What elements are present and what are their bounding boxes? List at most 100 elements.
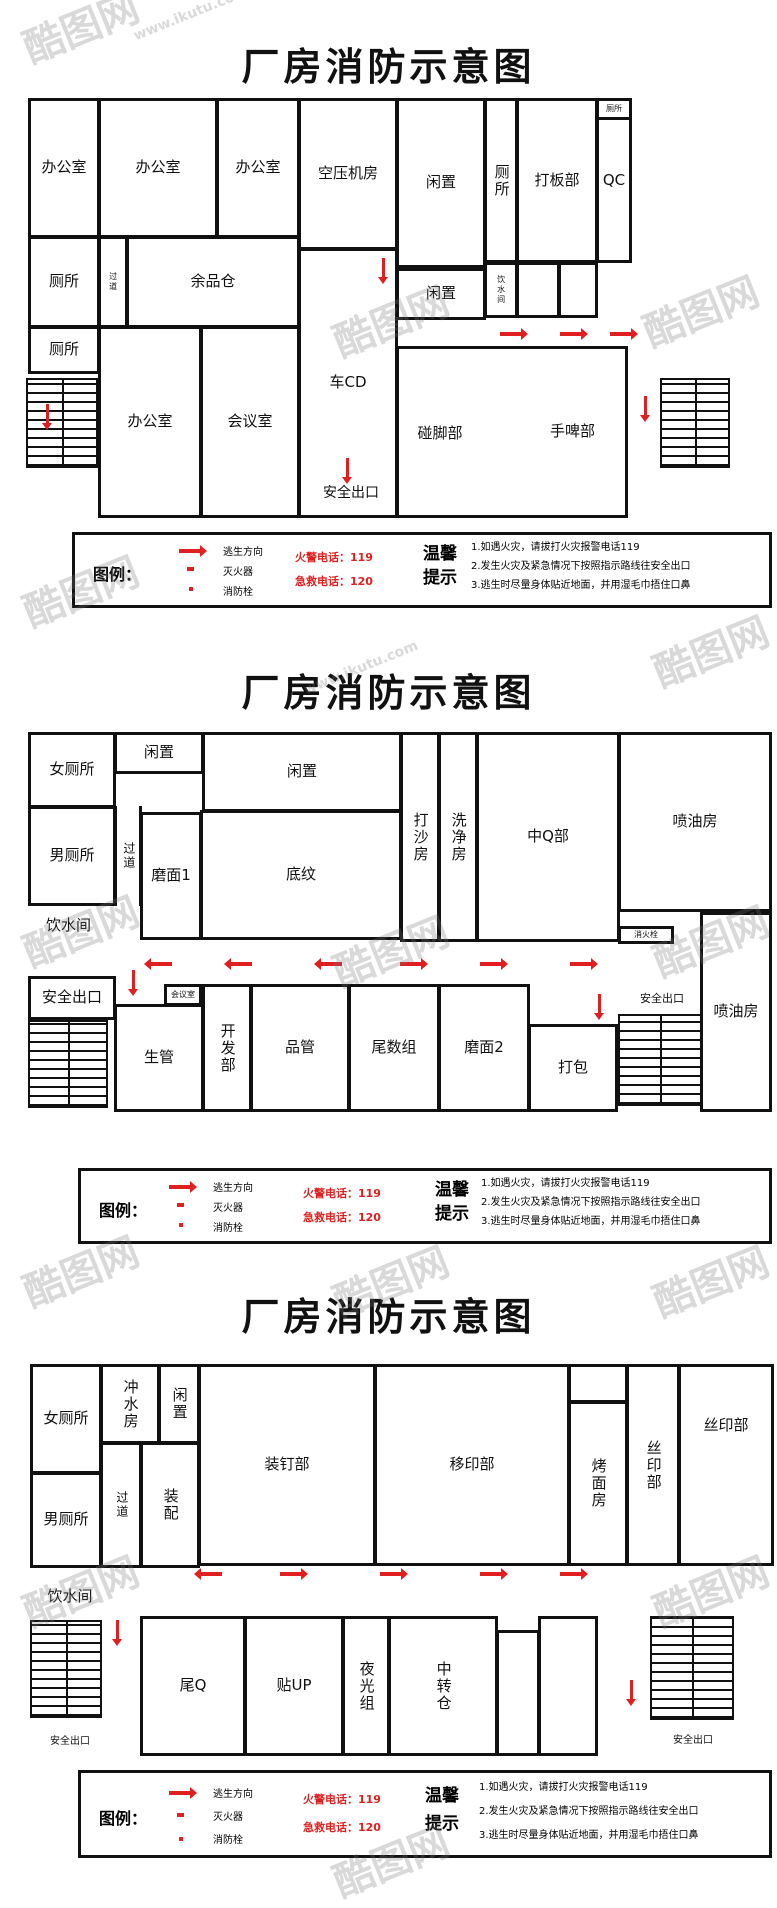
room-drink: 饮水间 bbox=[47, 1587, 93, 1606]
emergency-phone: 急救电话：120 bbox=[303, 1821, 381, 1834]
room-spray: 喷油房 bbox=[618, 732, 772, 912]
room-assemble: 装配 bbox=[140, 1442, 200, 1568]
legend-box: 图例： 逃生方向 灭火器 消防栓 火警电话：119 急救电话：120 温馨 提示… bbox=[78, 1168, 772, 1244]
exit-arrow bbox=[610, 328, 638, 340]
room-idle-a: 闲置 bbox=[114, 732, 204, 774]
fire-phone: 火警电话：119 bbox=[303, 1187, 381, 1200]
tip-line-2: 2.发生火灾及紧急情况下按照指示路线往安全出口 bbox=[471, 561, 691, 572]
tip-label: 提示 bbox=[435, 1204, 469, 1224]
room-exit-right: 安全出口 bbox=[673, 1735, 713, 1747]
room-quality: 品管 bbox=[250, 984, 350, 1112]
room-pack: 打包 bbox=[528, 1024, 618, 1112]
room-wash: 洗净房 bbox=[438, 732, 478, 942]
exit-arrow bbox=[640, 396, 650, 422]
room-drink: 饮水间 bbox=[46, 916, 92, 935]
exit-arrow bbox=[128, 970, 138, 996]
staircase-right bbox=[660, 378, 730, 468]
room-office-2: 办公室 bbox=[98, 98, 218, 238]
panel-title: 厂房消防示意图 bbox=[241, 671, 536, 715]
legend-item-extinguisher: 灭火器 bbox=[213, 1203, 243, 1214]
room-corridor: 过道 bbox=[98, 236, 128, 328]
staircase-right bbox=[618, 1014, 702, 1106]
room-luminous: 夜光组 bbox=[342, 1616, 390, 1756]
tip-line-1: 1.如遇火灾，请拔打火灾报警电话119 bbox=[481, 1178, 650, 1189]
fire-extinguisher-icon bbox=[177, 1813, 184, 1817]
floor-plan-panel-1: 厂房消防示意图 办公室 办公室 办公室 空压机房 闲置 厕所 打板部 QC 厕所… bbox=[0, 0, 777, 630]
tip-line-3: 3.逃生时尽量身体贴近地面，并用湿毛巾捂住口鼻 bbox=[479, 1830, 699, 1841]
tip-line-1: 1.如遇火灾，请拔打火灾报警电话119 bbox=[471, 542, 640, 553]
exit-arrow bbox=[500, 328, 528, 340]
legend-item-hydrant: 消防栓 bbox=[223, 587, 253, 598]
exit-arrow bbox=[320, 962, 342, 966]
room-corridor: 过道 bbox=[100, 1442, 142, 1568]
warm-label: 温馨 bbox=[423, 544, 457, 564]
exit-arrow bbox=[626, 1680, 636, 1706]
exit-arrow bbox=[570, 958, 598, 970]
room-idle-2: 闲置 bbox=[396, 268, 486, 320]
exit-arrow bbox=[342, 458, 352, 484]
exit-arrow bbox=[42, 404, 52, 430]
fire-phone: 火警电话：119 bbox=[303, 1793, 381, 1806]
room-small-a bbox=[516, 262, 560, 318]
escape-direction-icon bbox=[179, 545, 207, 557]
staircase-left bbox=[30, 1620, 102, 1718]
emergency-phone: 急救电话：120 bbox=[295, 575, 373, 588]
room-surplus: 余品仓 bbox=[126, 236, 300, 328]
exit-arrow bbox=[200, 1572, 222, 1576]
exit-arrow bbox=[380, 1568, 408, 1580]
warm-label: 温馨 bbox=[435, 1180, 469, 1200]
room-idle: 闲置 bbox=[158, 1364, 200, 1444]
staircase-left bbox=[26, 378, 98, 468]
legend-item-extinguisher: 灭火器 bbox=[213, 1812, 243, 1823]
exit-arrow bbox=[378, 258, 388, 284]
room-grind-1: 磨面1 bbox=[140, 812, 202, 940]
tip-line-2: 2.发生火灾及紧急情况下按照指示路线往安全出口 bbox=[481, 1197, 701, 1208]
room-flush: 冲水房 bbox=[100, 1364, 160, 1444]
room-binding: 装钉部 bbox=[198, 1364, 376, 1566]
legend-item-hydrant: 消防栓 bbox=[213, 1835, 243, 1846]
staircase-right bbox=[650, 1616, 734, 1720]
room-toilet-3: 厕所 bbox=[28, 326, 100, 374]
fire-hydrant-icon bbox=[179, 1223, 183, 1227]
legend-item-escape: 逃生方向 bbox=[213, 1789, 253, 1800]
tip-label: 提示 bbox=[425, 1814, 459, 1834]
room-tail-q: 尾Q bbox=[140, 1616, 246, 1756]
room-board: 打板部 bbox=[516, 98, 598, 263]
fire-hydrant-icon bbox=[189, 587, 193, 591]
room-grind-2: 磨面2 bbox=[438, 984, 530, 1112]
exit-arrow bbox=[230, 962, 252, 966]
fire-hydrant-icon bbox=[179, 1837, 183, 1841]
room-toilet-vertical: 厕所 bbox=[484, 98, 518, 263]
legend-box: 图例： 逃生方向 灭火器 消防栓 火警电话：119 急救电话：120 温馨 提示… bbox=[72, 532, 772, 608]
room-qc: QC bbox=[596, 98, 632, 263]
room-exit: 安全出口 bbox=[323, 484, 379, 501]
room-small-b bbox=[558, 262, 598, 318]
exit-arrow bbox=[400, 958, 428, 970]
tip-label: 提示 bbox=[423, 568, 457, 588]
legend-title: 图例： bbox=[99, 1201, 148, 1220]
staircase-left bbox=[28, 1020, 108, 1108]
room-women-wc: 女厕所 bbox=[28, 732, 116, 808]
exit-arrow bbox=[480, 958, 508, 970]
fire-phone: 火警电话：119 bbox=[295, 551, 373, 564]
exit-arrow bbox=[560, 1568, 588, 1580]
room-office-1: 办公室 bbox=[28, 98, 100, 238]
legend-item-escape: 逃生方向 bbox=[223, 547, 263, 558]
room-office-3: 办公室 bbox=[216, 98, 300, 238]
room-mid-q: 中Q部 bbox=[476, 732, 620, 942]
room-small-label: 消火栓 bbox=[618, 926, 674, 944]
room-bake-top bbox=[568, 1364, 628, 1404]
room-exit-left: 安全出口 bbox=[28, 976, 116, 1020]
room-transit: 中转仓 bbox=[388, 1616, 498, 1756]
room-compressor: 空压机房 bbox=[298, 98, 398, 250]
exit-arrow bbox=[560, 328, 588, 340]
room-develop: 开发部 bbox=[202, 984, 252, 1112]
exit-arrow bbox=[150, 962, 172, 966]
room-men-wc: 男厕所 bbox=[28, 806, 116, 906]
panel-title: 厂房消防示意图 bbox=[241, 45, 536, 89]
escape-direction-icon bbox=[169, 1787, 197, 1799]
legend-title: 图例： bbox=[99, 1809, 148, 1828]
exit-arrow bbox=[280, 1568, 308, 1580]
room-production: 生管 bbox=[114, 1004, 204, 1112]
room-meeting-small: 会议室 bbox=[164, 984, 202, 1006]
